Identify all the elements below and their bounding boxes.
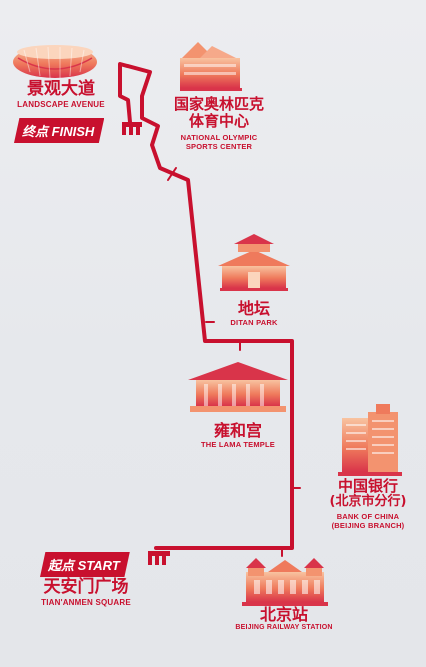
start-marker bbox=[148, 551, 170, 565]
lama-temple-zh: 雍和宫 bbox=[213, 421, 262, 440]
tiananmen-square-en: TIAN'ANMEN SQUARE bbox=[41, 597, 131, 607]
landscape-avenue-en: LANDSCAPE AVENUE bbox=[17, 99, 105, 109]
lama-temple-en: THE LAMA TEMPLE bbox=[201, 440, 275, 450]
bank-of-china-en-line2: (BEIJING BRANCH) bbox=[331, 521, 405, 531]
route-line bbox=[118, 62, 301, 557]
landmark-ditan-park: 地坛 DITAN PARK bbox=[214, 299, 294, 328]
olympic-center-en-line2: SPORTS CENTER bbox=[185, 141, 253, 151]
landmark-beijing-railway-station: 北京站 BEIJING RAILWAY STATION bbox=[222, 605, 346, 632]
landmark-tiananmen-square: 天安门广场 TIAN'ANMEN SQUARE bbox=[22, 577, 150, 607]
bank-of-china-zh-line1: 中国银行 bbox=[337, 477, 398, 495]
ditan-park-zh: 地坛 bbox=[237, 299, 270, 318]
landmark-olympic-center: 国家奥林匹克 体育中心 NATIONAL OLYMPIC SPORTS CENT… bbox=[160, 95, 278, 151]
olympic-center-zh-line1: 国家奥林匹克 bbox=[173, 95, 264, 113]
tiananmen-square-zh: 天安门广场 bbox=[43, 577, 129, 597]
finish-tag-zh: 终点 bbox=[22, 125, 49, 140]
bank-of-china-en-line1: BANK OF CHINA bbox=[336, 512, 400, 522]
landscape-avenue-zh: 景观大道 bbox=[27, 79, 95, 99]
beijing-station-zh: 北京站 bbox=[259, 605, 308, 624]
beijing-station-en: BEIJING RAILWAY STATION bbox=[235, 624, 333, 632]
landmark-bank-of-china: 中国银行 (北京市分行) BANK OF CHINA (BEIJING BRAN… bbox=[312, 477, 424, 531]
ditan-gate-icon bbox=[218, 234, 290, 291]
bank-building-icon bbox=[338, 404, 402, 476]
finish-tag-en: FINISH bbox=[51, 124, 95, 139]
landmark-lama-temple: 雍和宫 THE LAMA TEMPLE bbox=[188, 421, 288, 450]
start-tag: 起点 START bbox=[40, 552, 130, 577]
finish-marker bbox=[122, 122, 142, 135]
railway-station-icon bbox=[242, 558, 328, 606]
start-tag-en: START bbox=[77, 558, 120, 573]
olympic-center-en-line1: NATIONAL OLYMPIC bbox=[180, 132, 258, 142]
olympic-center-zh-line2: 体育中心 bbox=[188, 112, 249, 131]
start-tag-zh: 起点 bbox=[48, 559, 75, 574]
bank-of-china-zh-line2: (北京市分行) bbox=[329, 494, 407, 510]
landmark-landscape-avenue: 景观大道 LANDSCAPE AVENUE bbox=[6, 79, 116, 109]
finish-tag: 终点 FINISH bbox=[14, 118, 105, 143]
lama-temple-icon bbox=[188, 362, 288, 412]
olympic-center-icon bbox=[180, 42, 242, 91]
ditan-park-en: DITAN PARK bbox=[230, 318, 278, 328]
birds-nest-stadium-icon bbox=[13, 45, 97, 79]
